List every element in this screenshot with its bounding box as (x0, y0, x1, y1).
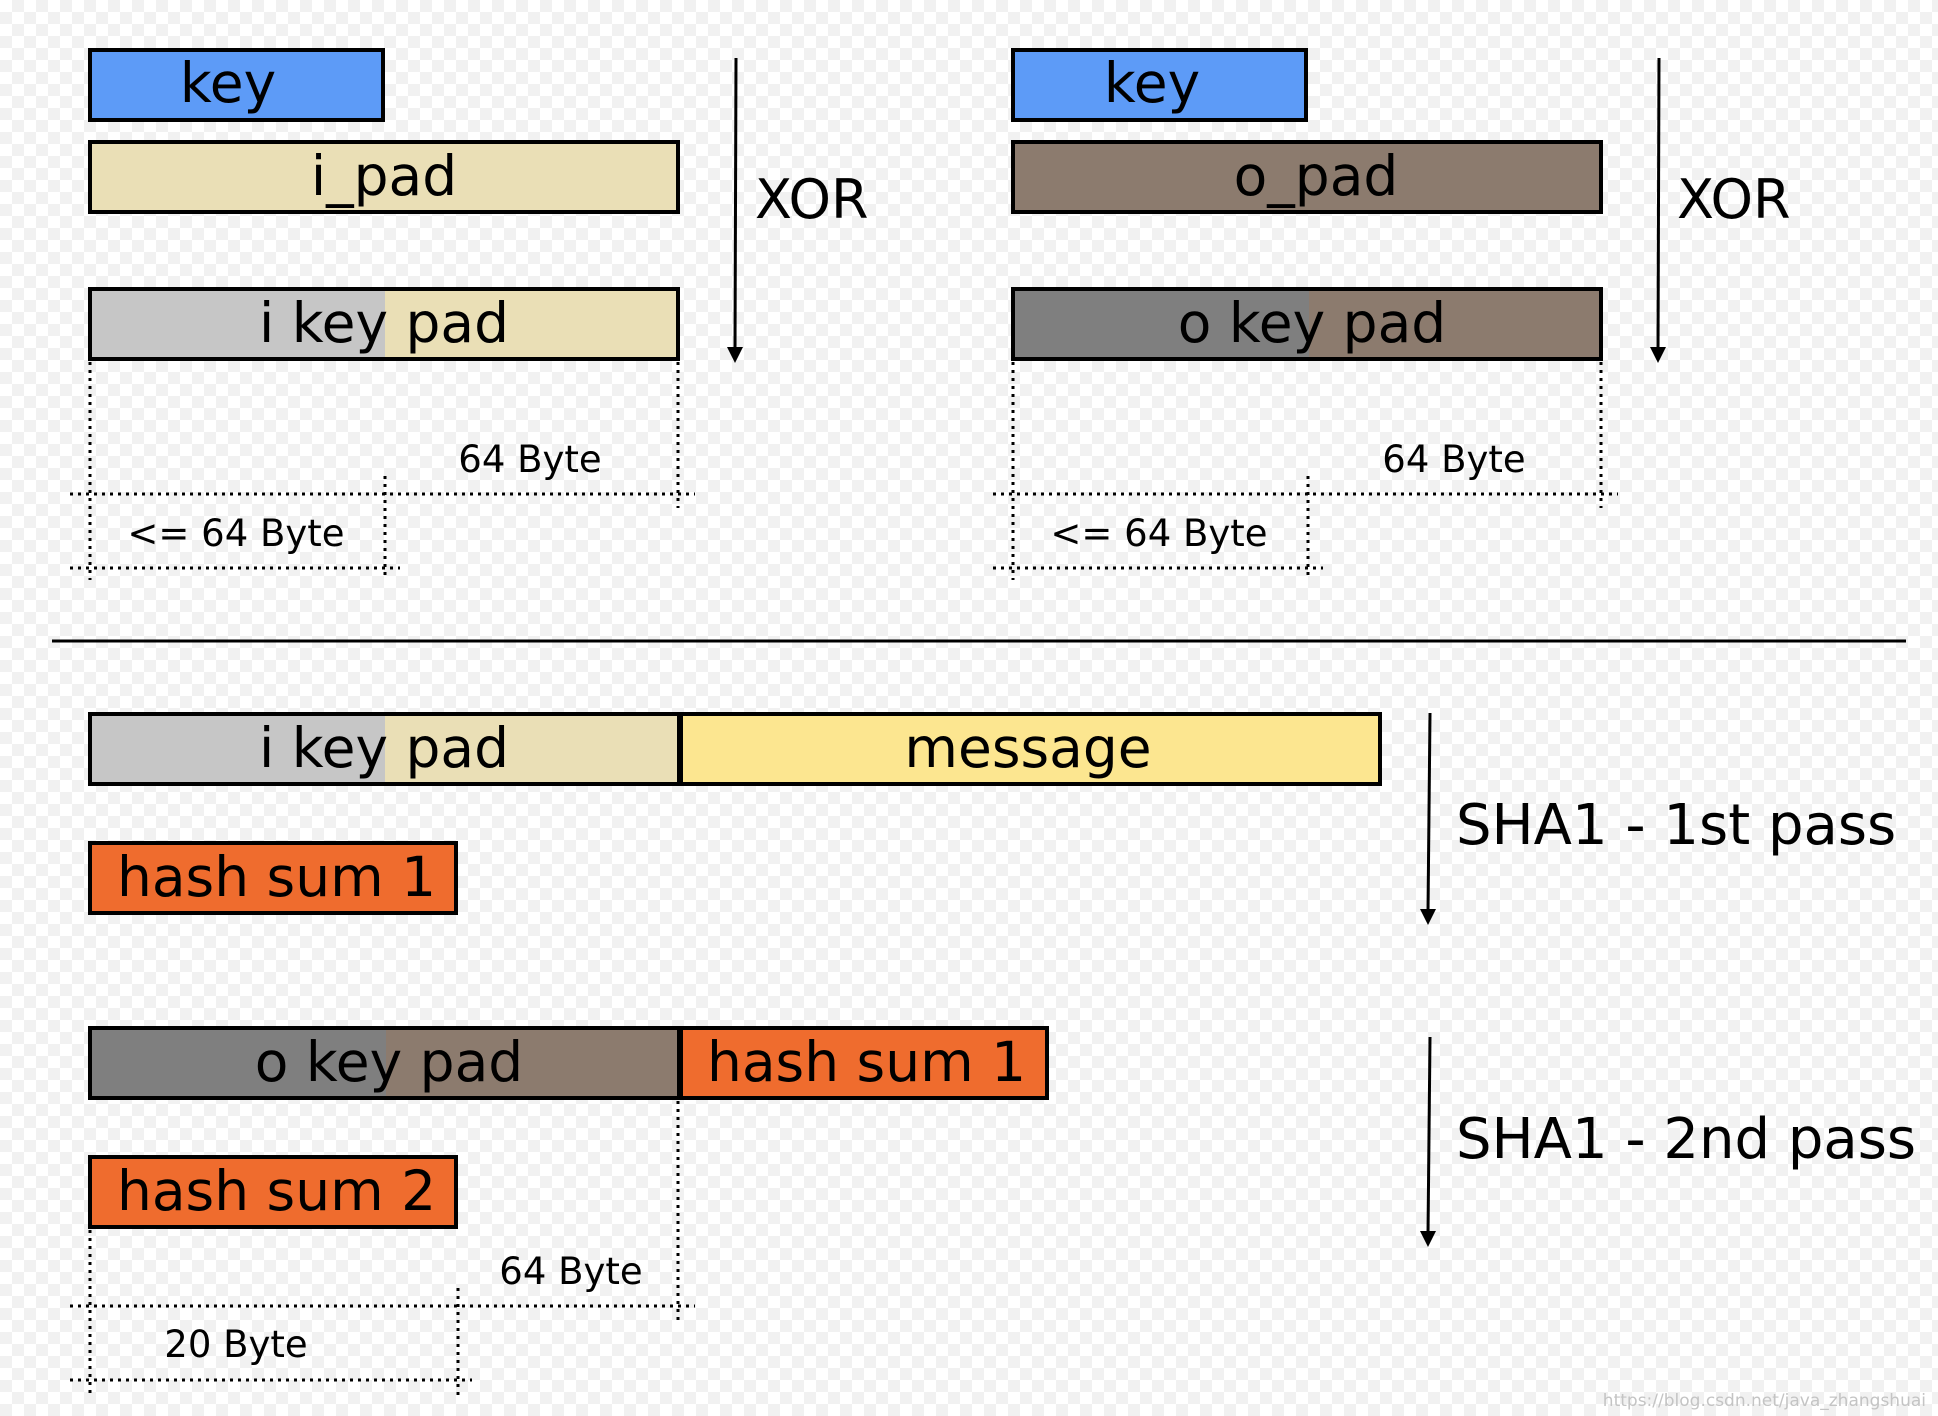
dimension-lines-pass2 (70, 1101, 695, 1398)
sha1-second-pass-group: o key pad hash sum 1 hash sum 2 SHA1 - 2… (70, 1026, 1916, 1398)
dim-64-byte-pass2: 64 Byte (499, 1250, 642, 1293)
sha1-pass2-label: SHA1 - 2nd pass (1456, 1107, 1916, 1172)
key-label-right: key (1104, 51, 1200, 115)
o-pad-label: o_pad (1234, 144, 1399, 208)
watermark: https://blog.csdn.net/java_zhangshuai (1603, 1391, 1926, 1411)
o-pad-box (1011, 140, 1603, 214)
top-right-xor-group: key o_pad o key pad XOR 64 Byte <= 64 By… (993, 48, 1791, 580)
top-left-xor-group: key i_pad i key pad XOR 64 Byte <= 64 By… (70, 48, 869, 580)
hash-sum-1-box (88, 841, 458, 915)
o-key-pad-label-pass2: o key pad (255, 1030, 523, 1094)
dim-20-byte-pass2: 20 Byte (164, 1323, 307, 1366)
key-label-left: key (180, 51, 276, 115)
hash-sum-2-box (88, 1155, 458, 1229)
sha1-arrow-pass2 (1420, 1036, 1436, 1247)
i-key-pad-label-pass1: i key pad (259, 716, 509, 780)
i-pad-label: i_pad (311, 144, 457, 208)
hash-sum-1-input-label: hash sum 1 (707, 1030, 1026, 1094)
sha1-arrow-pass1 (1420, 712, 1436, 925)
hash-sum-1-label: hash sum 1 (117, 845, 436, 909)
i-key-pad-box (88, 287, 680, 361)
xor-label-right: XOR (1677, 168, 1791, 231)
o-key-pad-box-pass2 (88, 1026, 681, 1100)
o-key-pad-box (1011, 287, 1603, 361)
dim-64-byte-left: 64 Byte (458, 438, 601, 481)
i-key-pad-label: i key pad (259, 291, 509, 355)
i-key-pad-box-pass1 (88, 712, 681, 786)
dimension-lines-left (70, 362, 695, 580)
message-box (677, 712, 1382, 786)
sha1-first-pass-group: i key pad message hash sum 1 SHA1 - 1st … (88, 712, 1896, 925)
hash-sum-2-label: hash sum 2 (117, 1159, 436, 1223)
xor-arrow-left (727, 57, 743, 363)
dim-le-64-byte-right: <= 64 Byte (1050, 512, 1267, 555)
message-label: message (904, 716, 1151, 780)
key-box-right (1011, 48, 1308, 122)
sha1-pass1-label: SHA1 - 1st pass (1456, 793, 1896, 858)
dimension-lines-right (993, 362, 1618, 580)
hash-sum-1-input-box (677, 1026, 1049, 1100)
xor-arrow-right (1650, 57, 1666, 363)
dim-le-64-byte-left: <= 64 Byte (127, 512, 344, 555)
xor-label-left: XOR (755, 168, 869, 231)
key-box-left (88, 48, 385, 122)
dim-64-byte-right: 64 Byte (1382, 438, 1525, 481)
o-key-pad-label: o key pad (1178, 291, 1446, 355)
i-pad-box (88, 140, 680, 214)
